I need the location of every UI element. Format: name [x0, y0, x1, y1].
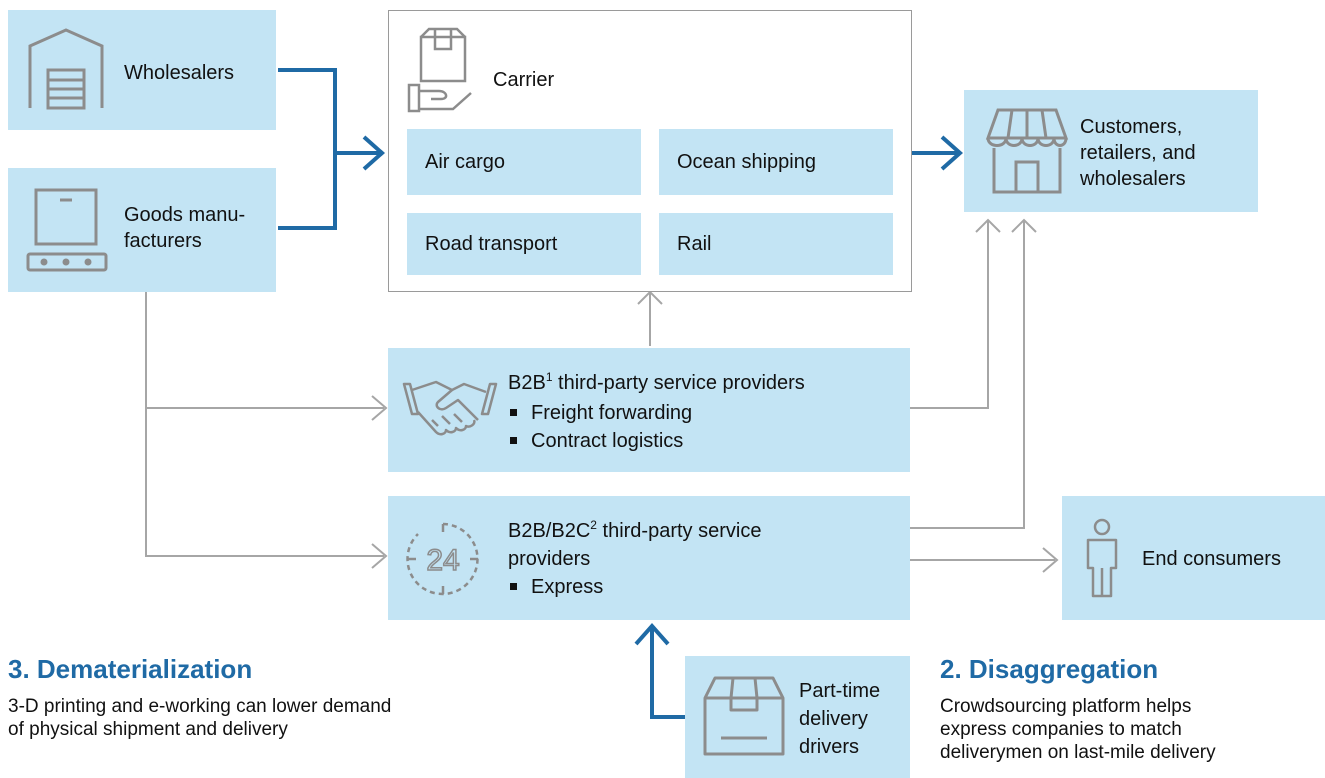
air-cargo-label: Air cargo	[425, 151, 506, 173]
b2c-item-express: Express	[508, 574, 603, 600]
disaggregation-line1: Crowdsourcing platform helps	[940, 696, 1192, 717]
24-hour-clock-icon: 24	[406, 522, 479, 596]
rail-label: Rail	[677, 233, 712, 255]
end-consumers-box: End consumers	[1062, 496, 1325, 620]
part-time-label-line3: drivers	[799, 736, 860, 758]
b2c-providers-box: 24 B2B/B2C2 third-party service provider…	[388, 496, 910, 620]
b2c-footnote-marker: 2	[590, 518, 597, 532]
part-time-drivers-box: Part-time delivery drivers	[685, 656, 910, 778]
part-time-label-line2: delivery	[799, 708, 868, 730]
bullet-icon	[510, 408, 517, 416]
b2b-item-freight: Freight forwarding	[508, 400, 692, 426]
arrowhead-drivers-to-express	[634, 622, 670, 646]
arrowhead-express-to-customers	[1011, 218, 1037, 233]
arrow-drivers-to-express	[650, 628, 685, 719]
wholesalers-manufacturers-bracket	[278, 68, 337, 230]
wholesalers-label: Wholesalers	[124, 62, 235, 84]
wholesalers-box: Wholesalers	[8, 10, 276, 130]
box-icon	[703, 676, 785, 756]
line-b2b-to-customers	[910, 220, 989, 409]
b2b-title-prefix: B2B	[508, 372, 546, 394]
storefront-icon	[985, 108, 1069, 194]
arrowhead-to-carrier	[362, 135, 386, 171]
b2c-title-suffix: third-party service	[596, 520, 762, 542]
bullet-icon	[510, 582, 517, 590]
part-time-label-line1: Part-time	[799, 680, 881, 702]
customers-label-line3: wholesalers	[1080, 168, 1186, 190]
dematerialization-heading: 3. Dematerialization	[8, 654, 253, 684]
line-manufacturers-to-express	[145, 292, 384, 557]
b2c-item-express-label: Express	[531, 576, 604, 598]
arrowhead-b2b-to-customers	[975, 218, 1001, 233]
b2b-title-suffix: third-party service providers	[552, 372, 805, 394]
dematerialization-line1: 3-D printing and e-working can lower dem…	[8, 696, 392, 717]
b2b-item-contract: Contract logistics	[508, 428, 683, 454]
line-express-to-customers	[910, 220, 1025, 529]
person-icon	[1086, 518, 1118, 598]
arrowhead-to-consumers	[1042, 547, 1059, 573]
arrowhead-to-carrier-from-b2b	[637, 290, 663, 305]
b2c-title-prefix: B2B/B2C	[508, 520, 591, 542]
disaggregation-heading: 2. Disaggregation	[940, 654, 1159, 684]
b2b-item-freight-label: Freight forwarding	[531, 402, 693, 424]
customers-box: Customers, retailers, and wholesalers	[964, 90, 1258, 212]
mode-ocean-shipping: Ocean shipping	[659, 129, 893, 195]
handshake-icon	[402, 380, 498, 436]
bullet-icon	[510, 436, 517, 444]
arrowhead-to-b2b	[371, 395, 388, 421]
arrowhead-to-express	[371, 543, 388, 569]
warehouse-icon	[28, 28, 104, 110]
disaggregation-line2: express companies to match	[940, 719, 1182, 740]
ocean-shipping-label: Ocean shipping	[677, 151, 816, 173]
b2c-title: B2B/B2C2 third-party service	[508, 518, 761, 544]
svg-text:24: 24	[426, 544, 459, 577]
b2b-item-contract-label: Contract logistics	[531, 430, 684, 452]
arrowhead-to-customers	[940, 135, 964, 171]
conveyor-belt-icon	[26, 188, 108, 272]
mode-road-transport: Road transport	[407, 213, 641, 275]
goods-manufacturers-label-line2: facturers	[124, 230, 202, 252]
carrier-box: Carrier Air cargo Ocean shipping Road tr…	[388, 10, 912, 292]
disaggregation-line3: deliverymen on last-mile delivery	[940, 742, 1216, 763]
b2b-title: B2B1 third-party service providers	[508, 370, 805, 396]
mode-air-cargo: Air cargo	[407, 129, 641, 195]
customers-label-line1: Customers,	[1080, 116, 1183, 138]
b2b-footnote-marker: 1	[545, 370, 553, 384]
b2c-title-line2: providers	[508, 548, 591, 570]
dematerialization-line2: of physical shipment and delivery	[8, 719, 288, 740]
goods-manufacturers-label-line1: Goods manu-	[124, 204, 246, 226]
customers-label-line2: retailers, and	[1080, 142, 1196, 164]
package-in-hand-icon	[407, 27, 472, 113]
b2b-providers-box: B2B1 third-party service providers Freig…	[388, 348, 910, 472]
mode-rail: Rail	[659, 213, 893, 275]
goods-manufacturers-box: Goods manu- facturers	[8, 168, 276, 292]
end-consumers-label: End consumers	[1142, 548, 1281, 570]
road-transport-label: Road transport	[425, 233, 558, 255]
carrier-label: Carrier	[493, 69, 555, 91]
